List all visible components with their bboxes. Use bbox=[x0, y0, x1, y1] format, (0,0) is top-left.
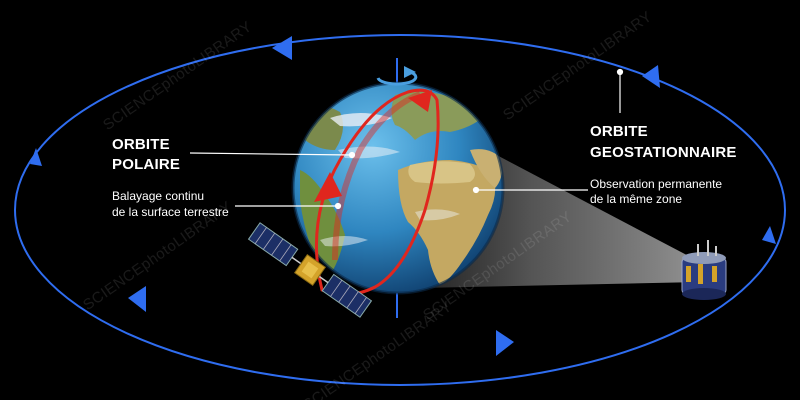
polar-orbit-desc-line1: Balayage continu bbox=[112, 189, 205, 203]
geo-orbit-title-line1: ORBITE bbox=[590, 123, 648, 140]
polar-orbit-title-line2: POLAIRE bbox=[112, 156, 181, 173]
polar-orbit-desc-line2: de la surface terrestre bbox=[112, 205, 229, 219]
polar-orbit bbox=[314, 88, 440, 296]
polar-orbit-arrow bbox=[408, 90, 432, 112]
geo-orbit-back bbox=[14, 34, 786, 211]
geo-orbit-desc-line2: de la même zone bbox=[590, 192, 683, 206]
geo-orbit-desc-line1: Observation permanente bbox=[590, 177, 723, 191]
geo-orbit-arrows bbox=[30, 36, 776, 356]
geo-orbit-title-line2: GEOSTATIONNAIRE bbox=[590, 144, 737, 161]
leader-lines bbox=[189, 68, 624, 210]
polar-satellite-icon bbox=[247, 222, 373, 318]
polar-orbit-title-line1: ORBITE bbox=[112, 136, 170, 153]
geo-orbit-front bbox=[14, 209, 786, 386]
polar-orbit-arrow bbox=[314, 172, 342, 202]
rotation-arrow-icon bbox=[376, 66, 418, 86]
geostationary-satellite-icon bbox=[681, 240, 727, 300]
